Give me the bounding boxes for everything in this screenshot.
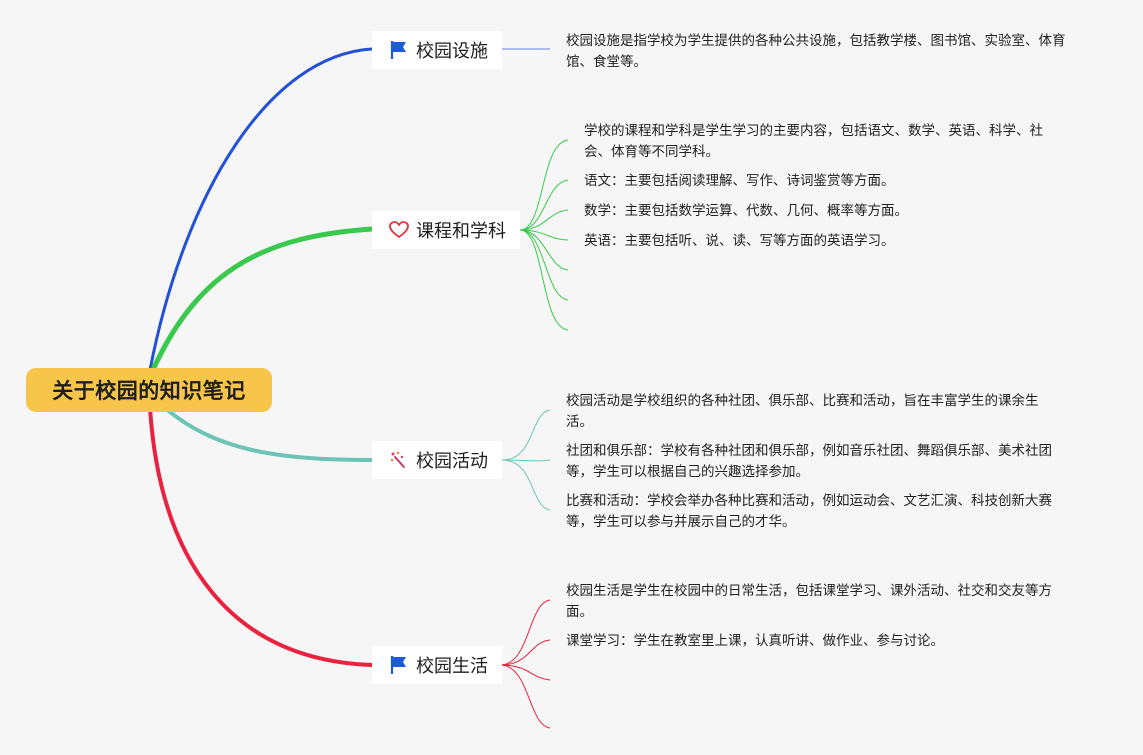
- note-courses-0: 学校的课程和学科是学生学习的主要内容，包括语文、数学、英语、科学、社会、体育等不…: [584, 123, 1043, 160]
- branch-line-activities: [163, 406, 373, 462]
- branch-line-courses: [149, 226, 373, 374]
- note-lines-activities: [501, 409, 551, 511]
- topic-facilities-label: 校园设施: [416, 41, 488, 62]
- root-topic-label: 关于校园的知识笔记: [52, 379, 246, 403]
- note-courses-3: 英语：主要包括听、说、读、写等方面的英语学习。: [584, 233, 895, 249]
- root-topic[interactable]: 关于校园的知识笔记: [26, 368, 272, 412]
- topic-life-label: 校园生活: [416, 656, 488, 677]
- heart-icon: [388, 219, 410, 241]
- flag-icon: [388, 39, 410, 61]
- topic-life[interactable]: 校园生活: [372, 646, 502, 684]
- branch-line-life: [148, 407, 373, 667]
- note-activities-1: 社团和俱乐部：学校有各种社团和俱乐部，例如音乐社团、舞蹈俱乐部、美术社团等，学生…: [566, 443, 1052, 480]
- note-facilities-0: 校园设施是指学校为学生提供的各种公共设施，包括教学楼、图书馆、实验室、体育馆、食…: [566, 33, 1066, 70]
- topic-courses-label: 课程和学科: [416, 221, 506, 242]
- note-lines-life: [499, 599, 551, 729]
- note-courses-2: 数学：主要包括数学运算、代数、几何、概率等方面。: [584, 203, 908, 219]
- topic-activities[interactable]: 校园活动: [372, 441, 502, 479]
- topic-activities-label: 校园活动: [416, 451, 488, 472]
- sparkle-icon: [388, 449, 410, 471]
- note-courses-1: 语文：主要包括阅读理解、写作、诗词鉴赏等方面。: [584, 173, 895, 189]
- note-life-0: 校园生活是学生在校园中的日常生活，包括课堂学习、课外活动、社交和交友等方面。: [566, 583, 1052, 620]
- note-life-1: 课堂学习：学生在教室里上课，认真听讲、做作业、参与讨论。: [566, 633, 944, 649]
- topic-facilities[interactable]: 校园设施: [372, 31, 502, 69]
- flag-icon: [388, 654, 410, 676]
- branch-line-facilities: [148, 47, 373, 371]
- note-activities-0: 校园活动是学校组织的各种社团、俱乐部、比赛和活动，旨在丰富学生的课余生活。: [566, 393, 1039, 430]
- note-lines-courses: [519, 139, 569, 331]
- topic-courses[interactable]: 课程和学科: [372, 211, 520, 249]
- note-activities-2: 比赛和活动：学校会举办各种比赛和活动，例如运动会、文艺汇演、科技创新大赛等，学生…: [566, 493, 1052, 530]
